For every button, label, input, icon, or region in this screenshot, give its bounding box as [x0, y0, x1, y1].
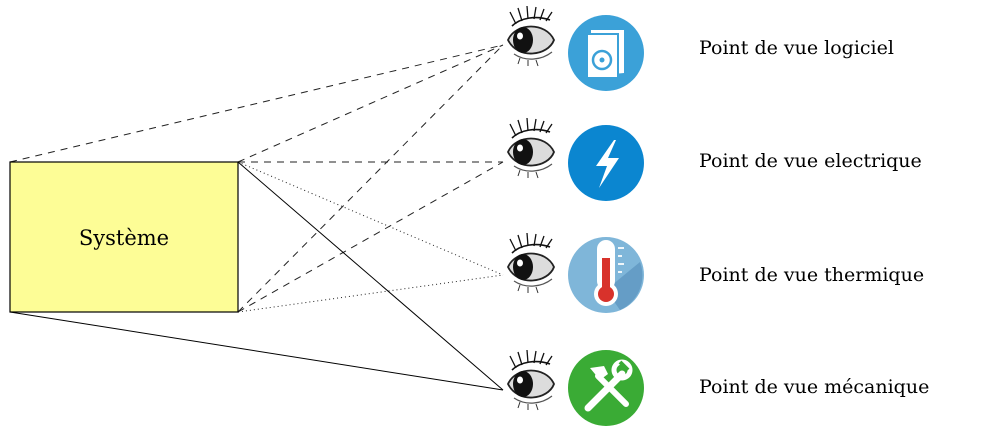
system-rect	[9, 161, 239, 313]
system-label: Système	[79, 226, 169, 250]
lines-mecanique	[9, 161, 504, 391]
software-box-icon	[568, 15, 644, 91]
system-box: Système	[9, 161, 239, 313]
viewpoint-mecanique	[507, 349, 644, 426]
tools-icon	[568, 350, 644, 426]
lightning-icon	[568, 125, 644, 201]
viewpoint-label-thermique: Point de vue thermique	[699, 264, 925, 286]
lines-thermique	[237, 161, 504, 313]
eye-icon	[507, 117, 555, 179]
lines-electrique	[237, 161, 504, 313]
lines-logiciel	[9, 44, 504, 313]
viewpoint-logiciel	[507, 5, 644, 91]
eye-icon	[507, 5, 555, 67]
viewpoint-thermique	[507, 232, 644, 313]
viewpoint-label-mecanique: Point de vue mécanique	[699, 376, 930, 398]
thermometer-icon	[568, 237, 644, 313]
viewpoint-label-electrique: Point de vue electrique	[699, 150, 922, 172]
viewpoint-electrique	[507, 117, 644, 201]
eye-icon	[507, 232, 555, 294]
connection-lines	[9, 44, 504, 391]
eye-icon	[507, 349, 555, 411]
viewpoint-label-logiciel: Point de vue logiciel	[699, 37, 894, 59]
